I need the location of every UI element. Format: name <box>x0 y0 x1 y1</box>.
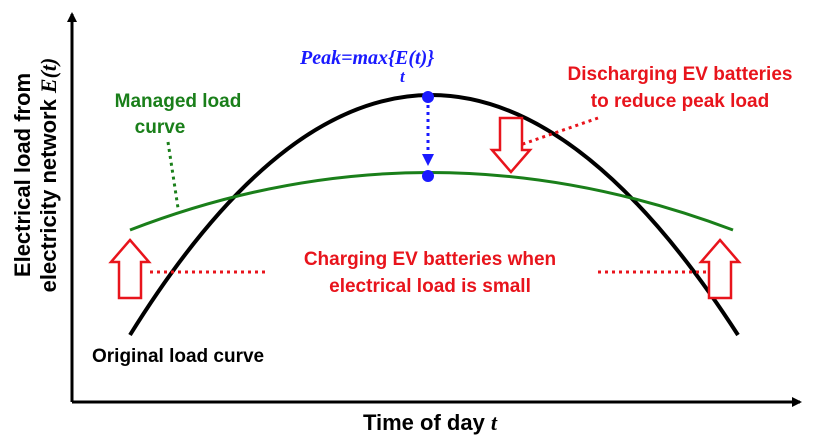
y-axis-variable: E(t) <box>36 58 61 94</box>
charging-label-line2: electrical load is small <box>329 276 531 297</box>
x-axis-variable: t <box>491 410 498 435</box>
managed-curve-leader <box>166 141 180 209</box>
y-axis-label-line1: Electrical load from <box>10 73 35 277</box>
managed-peak-dot <box>422 170 434 182</box>
discharge-arrow-icon <box>489 116 533 174</box>
svg-text:Electrical load from: Electrical load from <box>10 73 35 277</box>
peak-label-prefix: Peak= <box>299 47 353 69</box>
discharging-label-line2: to reduce peak load <box>591 91 769 112</box>
svg-text:electricity network E(t): electricity network E(t) <box>36 58 61 293</box>
y-axis-label: Electrical load from electricity network… <box>10 58 61 293</box>
charge-arrow-icon-left <box>108 238 152 300</box>
peak-label-suffix: {E(t)} <box>388 47 434 69</box>
y-axis-label-line2: electricity network <box>36 93 61 292</box>
peak-label-max: max <box>353 47 389 69</box>
original-load-curve <box>128 93 740 337</box>
charge-arrow-icon-right <box>698 238 742 300</box>
x-axis-label-text: Time of day <box>363 410 491 435</box>
managed-load-curve <box>129 171 734 232</box>
discharging-label-line1: Discharging EV batteries <box>568 64 793 85</box>
charging-label-line1: Charging EV batteries when <box>304 249 556 270</box>
managed-curve-label-line1: Managed load <box>115 91 242 112</box>
original-curve-label: Original load curve <box>92 346 264 367</box>
original-peak-dot <box>422 91 434 103</box>
peak-label: Peak=max{E(t)} <box>299 47 434 69</box>
managed-curve-label-line2: curve <box>135 117 186 138</box>
peak-label-subscript: t <box>400 67 406 86</box>
x-axis-label: Time of day t <box>363 410 498 435</box>
